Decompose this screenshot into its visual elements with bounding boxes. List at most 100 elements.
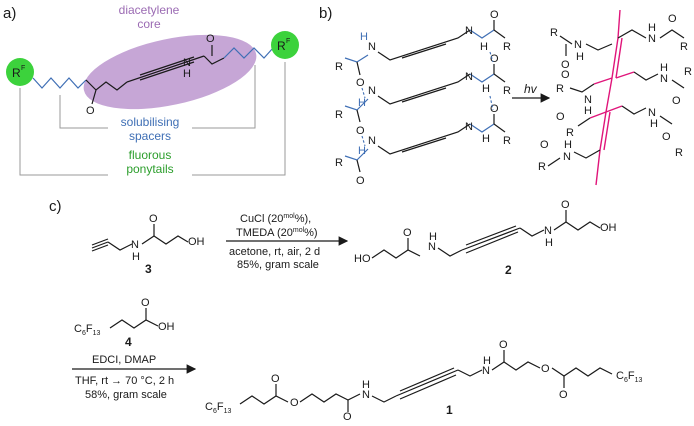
svg-text:R: R: [538, 161, 546, 173]
condition-yield-1: 85%, gram scale: [237, 259, 319, 271]
svg-text:R: R: [503, 41, 511, 53]
compound-1-structure: C6F13 O O O N H N H O O O C6F13: [205, 339, 642, 423]
svg-text:N: N: [362, 389, 370, 401]
svg-text:H: H: [482, 83, 490, 95]
svg-text:O: O: [403, 227, 412, 239]
left-carbonyl-o: O: [86, 105, 95, 117]
svg-text:OH: OH: [600, 222, 617, 234]
right-rf-sup: F: [286, 38, 290, 45]
svg-text:R: R: [335, 61, 343, 73]
svg-text:R: R: [503, 135, 511, 147]
left-amide-bonds: [85, 79, 128, 91]
svg-text:O: O: [490, 9, 499, 21]
ponytail-label-line-1: fluorous: [129, 148, 172, 162]
svg-text:H: H: [429, 231, 437, 243]
svg-text:N: N: [465, 121, 473, 133]
svg-text:H: H: [545, 237, 553, 249]
svg-text:H: H: [362, 379, 370, 391]
svg-text:H: H: [584, 105, 592, 117]
right-ch2: [203, 55, 225, 65]
svg-text:R: R: [503, 85, 511, 97]
core-diyne: [126, 55, 205, 83]
svg-text:O: O: [559, 389, 568, 401]
h-bond-4: [489, 95, 494, 111]
svg-text:O: O: [356, 175, 365, 187]
svg-text:O: O: [662, 131, 671, 143]
svg-text:H: H: [132, 251, 140, 263]
left-spacer-chain: [32, 77, 87, 89]
svg-text:N: N: [584, 94, 592, 106]
h-bond-2: [361, 135, 366, 147]
compound-3-structure: N H O OH: [91, 213, 205, 263]
svg-text:N: N: [368, 135, 376, 147]
polydiacetylene-backbone: [589, 9, 635, 186]
ponytail-label-line-2: ponytails: [126, 162, 173, 176]
right-rf-symbol: R: [277, 39, 286, 53]
svg-text:O: O: [561, 69, 570, 81]
svg-text:N: N: [648, 33, 656, 45]
compound-2-structure: HO O N H N H O OH: [354, 199, 617, 265]
svg-text:C6F13: C6F13: [74, 323, 100, 337]
reagent-cucl: CuCl (20mol%),: [240, 213, 311, 225]
svg-text:H: H: [358, 97, 366, 109]
condition-acetone: acetone, rt, air, 2 d: [229, 246, 320, 258]
svg-text:R: R: [550, 27, 558, 39]
svg-text:O: O: [672, 95, 681, 107]
svg-text:O: O: [271, 373, 280, 385]
svg-text:OH: OH: [158, 321, 175, 333]
monomer-row-1: N H R O H N O R: [335, 9, 511, 89]
spacer-label-line-1: solubilising: [121, 115, 180, 129]
diacetylene-core-highlight: [83, 34, 257, 110]
monomer-row-3: N H R O N H O R: [335, 103, 511, 187]
svg-text:H: H: [660, 62, 668, 74]
h-bond-1: [361, 87, 366, 99]
ponytail-bracket-right: [192, 62, 286, 176]
svg-text:O: O: [290, 397, 299, 409]
compound-2-label: 2: [505, 263, 512, 277]
svg-text:N: N: [563, 151, 571, 163]
reagent-edci-dmap: EDCI, DMAP: [92, 354, 156, 366]
compound-1-label: 1: [446, 403, 453, 417]
svg-text:H: H: [648, 22, 656, 34]
hv-label: hv: [524, 82, 538, 96]
svg-text:R: R: [556, 83, 564, 95]
svg-text:O: O: [356, 125, 365, 137]
svg-text:O: O: [343, 411, 352, 423]
svg-text:O: O: [668, 13, 677, 25]
right-amide-h: H: [183, 68, 191, 80]
h-bond-3: [489, 51, 494, 63]
svg-text:N: N: [368, 41, 376, 53]
polymer-side-chains: N H O R N H R O N H O R R N H O N H O R …: [538, 13, 692, 173]
right-amide-n: N: [183, 57, 191, 69]
svg-text:H: H: [360, 31, 368, 43]
core-diyne-2: [139, 56, 195, 76]
left-carbonyl: [91, 89, 97, 105]
monomer-row-2: N H R O N H O R: [335, 53, 511, 137]
core-diyne-3: [139, 61, 195, 81]
right-carbonyl-o: O: [206, 33, 215, 45]
svg-text:H: H: [576, 51, 584, 63]
svg-text:HO: HO: [354, 253, 371, 265]
svg-text:N: N: [648, 107, 656, 119]
svg-text:R: R: [675, 147, 683, 159]
svg-text:O: O: [541, 363, 550, 375]
right-spacer-chain: [223, 47, 274, 59]
left-ponytail-circle: [6, 58, 34, 86]
svg-text:N: N: [544, 225, 552, 237]
svg-text:N: N: [428, 241, 436, 253]
svg-text:N: N: [465, 25, 473, 37]
svg-text:N: N: [574, 39, 582, 51]
condition-thf: THF, rt → 70 °C, 2 h: [75, 375, 174, 387]
panel-c-label: c): [49, 198, 62, 215]
compound-4-label: 4: [125, 335, 132, 349]
svg-text:N: N: [482, 365, 490, 377]
svg-text:N: N: [660, 73, 668, 85]
spacer-label-line-2: spacers: [129, 129, 171, 143]
spacer-bracket-right: [192, 65, 256, 129]
svg-text:R: R: [684, 66, 692, 78]
condition-yield-2: 58%, gram scale: [85, 389, 167, 401]
svg-text:O: O: [561, 199, 570, 211]
svg-text:O: O: [561, 59, 570, 71]
svg-text:H: H: [358, 145, 366, 157]
